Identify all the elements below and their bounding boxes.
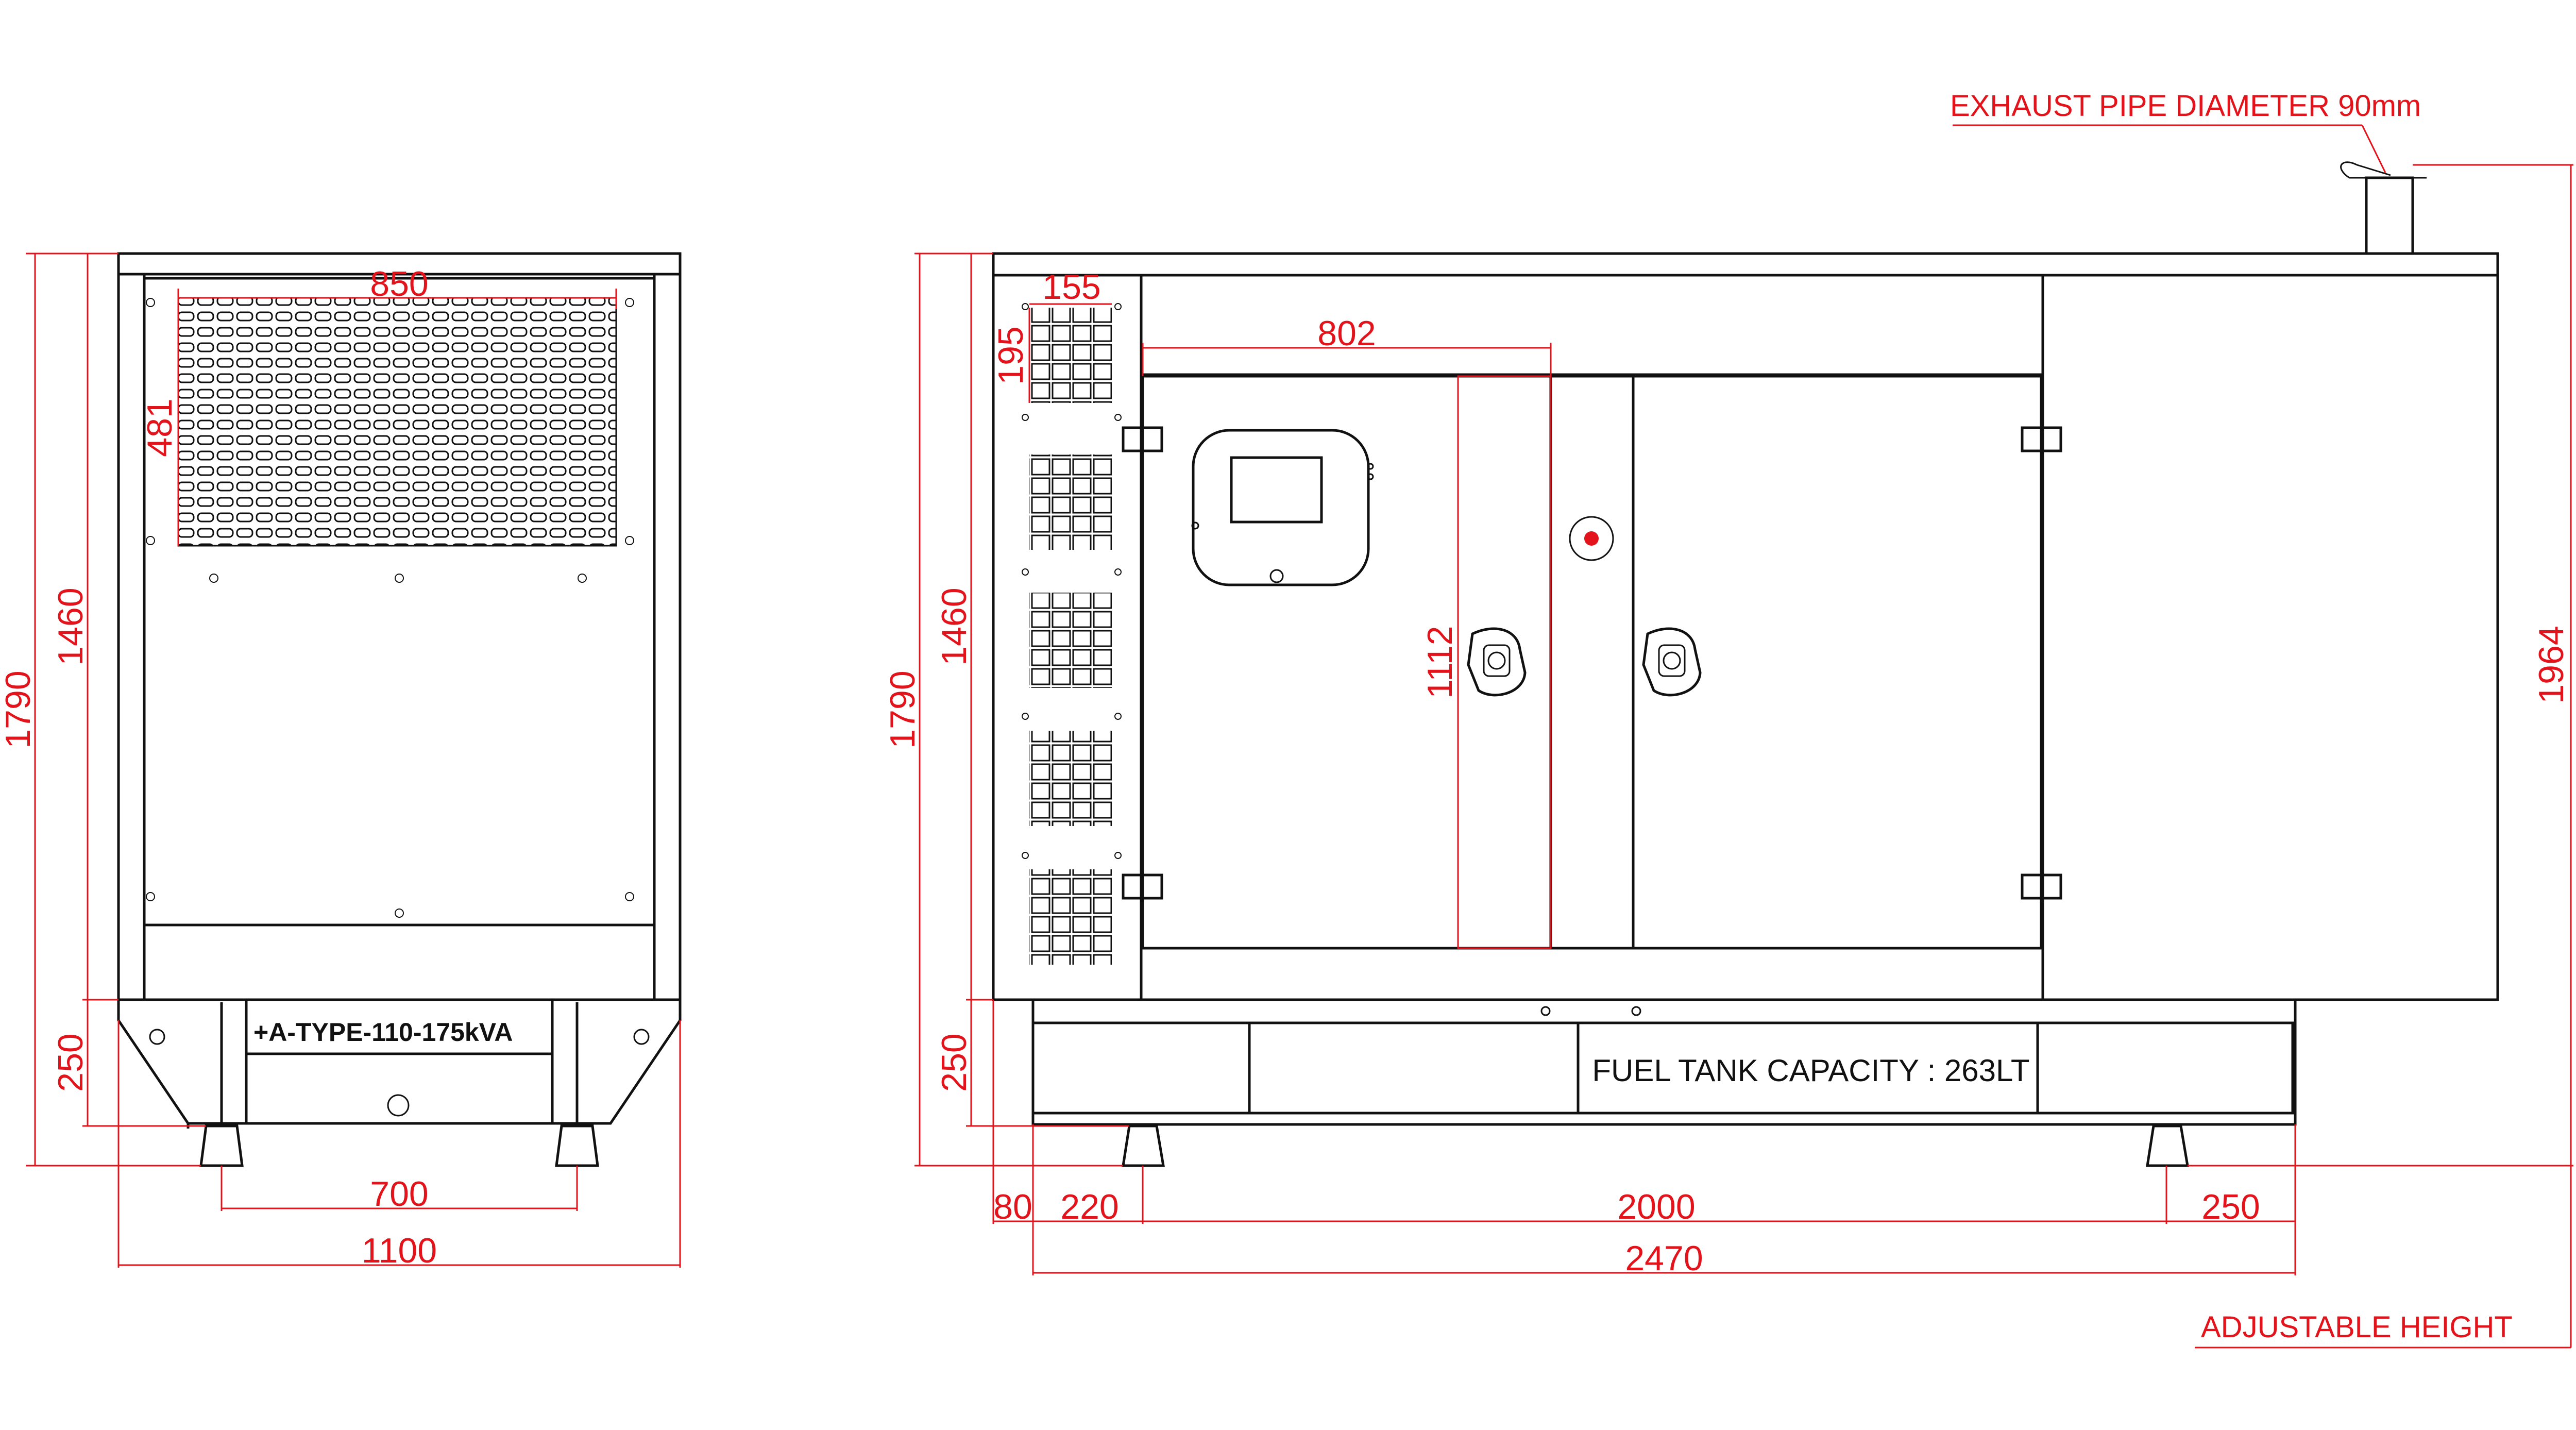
front-model-label: +A-TYPE-110-175kVA (253, 1018, 513, 1047)
dim-front-grille-height: 481 (140, 398, 179, 457)
dim-side-total-height: 1790 (883, 670, 922, 748)
door-handle-left (1467, 627, 1527, 697)
dim-front-cabinet-height: 1460 (51, 587, 90, 665)
dim-front-grille-width: 850 (370, 264, 428, 304)
front-base-plate (245, 998, 554, 1125)
door-hinges (1122, 426, 2062, 900)
adjustable-height-label: ADJUSTABLE HEIGHT (2201, 1310, 2513, 1344)
dim-front-total-height: 1790 (0, 670, 38, 748)
dim-side-total-length: 2470 (1625, 1239, 1703, 1278)
side-feet (1122, 1124, 2189, 1167)
dim-louver-height: 195 (991, 326, 1030, 384)
fuel-tank-base: FUEL TANK CAPACITY : 263LT (1031, 998, 2297, 1126)
control-panel-screen (1230, 456, 1323, 524)
front-base: +A-TYPE-110-175kVA (117, 998, 682, 1129)
dim-front-feet-spacing: 700 (370, 1174, 428, 1214)
front-lifting-hole (387, 1094, 410, 1117)
dim-door-height: 1112 (1420, 626, 1460, 698)
side-louvers (1022, 303, 1122, 965)
front-feet (199, 1124, 599, 1167)
dim-side-overall-height: 1964 (2532, 626, 2571, 703)
dim-side-cabinet-height: 1460 (935, 587, 974, 665)
front-dimensions: 850 481 1790 1460 250 700 (0, 253, 681, 1270)
side-door-frame (1141, 375, 2043, 950)
dim-side-feet-spacing: 2000 (1617, 1187, 1695, 1226)
side-roof (992, 252, 2499, 277)
exhaust-pipe (2340, 161, 2427, 255)
emergency-stop-button (1569, 516, 1614, 561)
fuel-tank-capacity-label: FUEL TANK CAPACITY : 263LT (1592, 1053, 2029, 1088)
dim-louver-width: 155 (1042, 267, 1100, 307)
dim-door-width: 802 (1317, 314, 1376, 353)
side-view: FUEL TANK CAPACITY : 263LT EXHAUST PIPE … (883, 89, 2573, 1349)
dim-side-base-height: 250 (935, 1033, 974, 1091)
dim-side-foot-left: 220 (1060, 1187, 1118, 1226)
dim-front-base-height: 250 (51, 1033, 90, 1091)
front-panel-bolts (146, 298, 634, 918)
front-view: +A-TYPE-110-175kVA 850 481 1790 1460 (0, 252, 682, 1270)
door-handle-right (1642, 627, 1702, 697)
side-dimensions: EXHAUST PIPE DIAMETER 90mm 155 195 802 1… (883, 89, 2573, 1349)
dim-side-offset-left: 80 (993, 1187, 1032, 1226)
dim-side-foot-right: 250 (2201, 1187, 2260, 1226)
exhaust-pipe-label: EXHAUST PIPE DIAMETER 90mm (1950, 89, 2421, 123)
dim-front-total-width: 1100 (362, 1231, 437, 1270)
side-cabinet (992, 274, 2499, 1001)
control-panel (1191, 429, 1374, 586)
front-air-grille (177, 297, 617, 547)
